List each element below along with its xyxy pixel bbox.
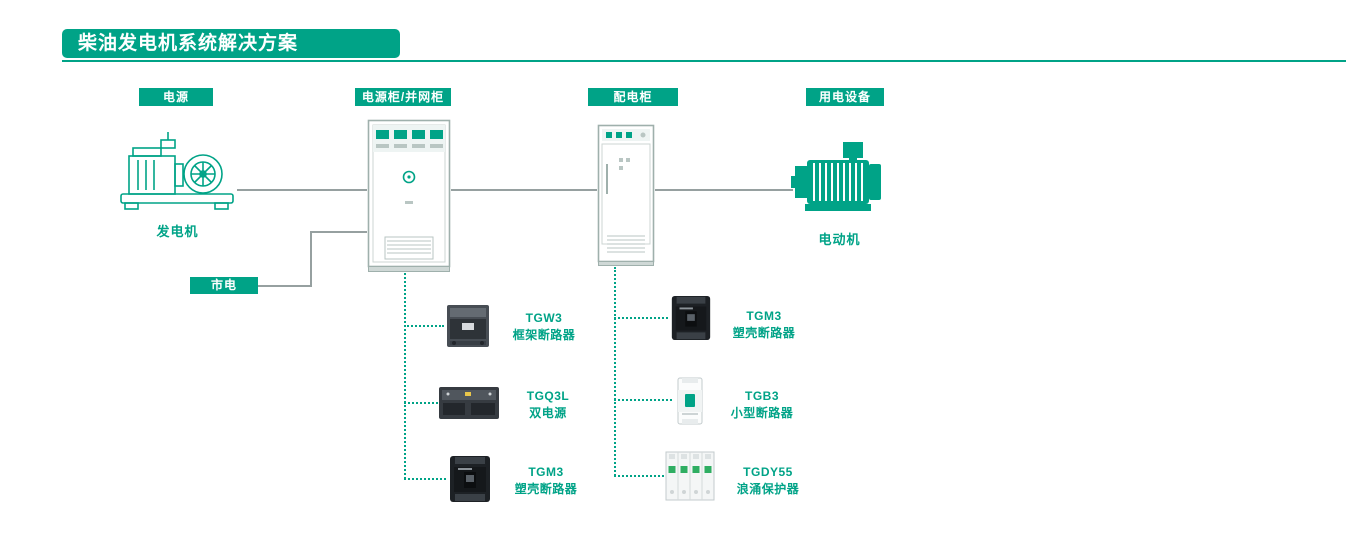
caption-generator: 发电机 — [156, 224, 199, 239]
tgdy55-spd-icon — [664, 446, 716, 506]
product-label-tgdy55: TGDY55 浪涌保护器 — [720, 464, 816, 498]
dotted-branch-tgq3l — [404, 402, 438, 404]
product-desc: 小型断路器 — [730, 406, 794, 420]
title-underline — [62, 60, 1346, 62]
distribution-cabinet-icon — [597, 124, 655, 267]
badge-mains: 市电 — [190, 277, 258, 294]
page-title: 柴油发电机系统解决方案 — [62, 29, 400, 58]
line-cabinet-to-cabinet — [451, 189, 597, 191]
product-desc: 塑壳断路器 — [514, 482, 578, 496]
line-generator-to-cabinet — [237, 189, 367, 191]
product-desc: 浪涌保护器 — [736, 482, 800, 496]
dotted-branch-tgdy55 — [614, 475, 664, 477]
product-label-tgq3l: TGQ3L 双电源 — [500, 388, 596, 422]
tgw3-breaker-icon — [444, 302, 492, 350]
generator-icon — [115, 118, 240, 218]
line-mains-h2 — [312, 231, 367, 233]
product-model: TGQ3L — [526, 389, 570, 403]
badge-power-cabinet: 电源柜/并网柜 — [355, 88, 451, 106]
product-label-tgw3: TGW3 框架断路器 — [496, 310, 592, 344]
badge-load-equipment: 用电设备 — [806, 88, 884, 106]
caption-motor: 电动机 — [818, 232, 861, 247]
badge-power-source: 电源 — [139, 88, 213, 106]
line-mains-h1 — [258, 285, 312, 287]
tgm3-breaker-icon-left — [446, 454, 494, 504]
tgm3-breaker-icon-right — [668, 294, 714, 342]
product-desc: 双电源 — [529, 406, 567, 420]
dotted-branch-tgb3 — [614, 399, 672, 401]
product-label-tgm3-right: TGM3 塑壳断路器 — [716, 308, 812, 342]
dotted-branch-tgw3 — [404, 325, 444, 327]
line-cabinet-to-motor — [655, 189, 793, 191]
dotted-distribution-trunk — [614, 267, 616, 476]
tgb3-mcb-icon — [672, 376, 708, 426]
tgq3l-ats-icon — [438, 382, 500, 424]
product-model: TGW3 — [525, 311, 563, 325]
motor-icon — [791, 140, 888, 223]
dotted-power-cabinet-trunk — [404, 273, 406, 479]
product-model: TGB3 — [744, 389, 779, 403]
dotted-branch-tgm3-right — [614, 317, 668, 319]
product-desc: 框架断路器 — [512, 328, 576, 342]
product-label-tgm3-left: TGM3 塑壳断路器 — [498, 464, 594, 498]
line-mains-v — [310, 231, 312, 287]
product-model: TGDY55 — [743, 465, 793, 479]
product-model: TGM3 — [746, 309, 782, 323]
badge-distribution-cabinet: 配电柜 — [588, 88, 678, 106]
product-desc: 塑壳断路器 — [732, 326, 796, 340]
dotted-branch-tgm3-left — [404, 478, 446, 480]
product-label-tgb3: TGB3 小型断路器 — [714, 388, 810, 422]
power-cabinet-icon — [367, 119, 451, 273]
product-model: TGM3 — [528, 465, 564, 479]
